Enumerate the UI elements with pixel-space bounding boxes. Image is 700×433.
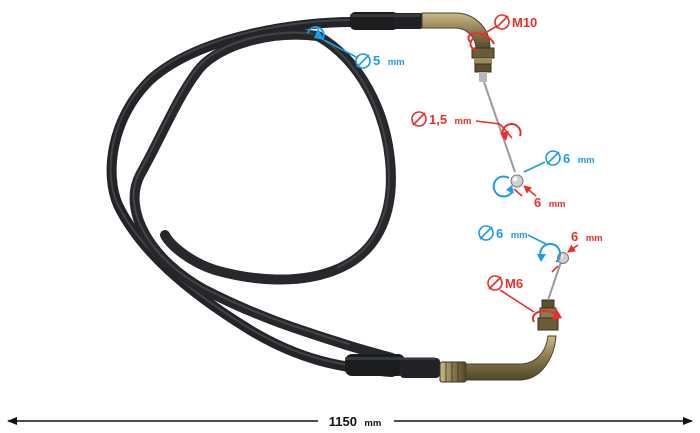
bottom-nipple-diameter-unit: mm — [511, 230, 528, 241]
length-dimension: 1150 mm — [7, 413, 693, 430]
inner-wire-unit: mm — [455, 116, 472, 127]
svg-text:6 mm: 6 mm — [534, 194, 566, 211]
diameter-symbol-icon — [478, 225, 494, 241]
top-end-fitting — [350, 12, 495, 82]
svg-text:6 mm: 6 mm — [496, 225, 528, 242]
top-nipple-diameter-unit: mm — [578, 155, 595, 166]
bottom-end-fitting — [345, 299, 559, 383]
annotation-bottom-nipple-diameter: 6 mm — [478, 225, 562, 263]
bottom-nipple-diameter-value: 6 — [496, 226, 503, 241]
leader-line — [479, 25, 498, 37]
top-nipple-length-value: 6 — [534, 195, 541, 210]
leader-line — [527, 234, 547, 245]
top-nipple-length-unit: mm — [549, 199, 566, 210]
outer-cable-value: 5 — [373, 53, 380, 68]
leader-line — [323, 39, 359, 59]
annotation-inner-wire: 1,5 mm — [411, 111, 522, 141]
outer-cable-unit: mm — [388, 57, 405, 68]
svg-text:5 mm: 5 mm — [373, 52, 405, 69]
leader-line — [523, 161, 546, 173]
inner-wire-value: 1,5 — [429, 112, 447, 127]
annotation-bottom-nipple-length: 6 mm — [551, 228, 603, 273]
bottom-nipple-length-value: 6 — [571, 229, 578, 244]
svg-text:1150 mm: 1150 mm — [329, 413, 382, 430]
rotation-arrow-icon — [467, 32, 495, 45]
diameter-symbol-icon — [355, 53, 371, 69]
svg-text:6 mm: 6 mm — [571, 228, 603, 245]
top-nipple-diameter-value: 6 — [563, 151, 570, 166]
svg-text:6 mm: 6 mm — [563, 150, 595, 167]
annotation-outer-cable: 5 mm — [307, 26, 405, 69]
leader-line — [475, 120, 501, 125]
rotation-arrow-icon — [492, 175, 513, 198]
dimension-arrow-icon — [523, 185, 537, 197]
cable-body — [106, 17, 397, 377]
diameter-symbol-icon — [411, 111, 427, 127]
rotation-arrow-icon — [539, 242, 562, 263]
bottom-nipple-length-unit: mm — [586, 233, 603, 244]
annotation-bottom-thread: M6 — [487, 275, 562, 323]
inner-wire-top — [483, 81, 516, 173]
annotation-top-nipple-diameter: 6 mm — [492, 150, 595, 198]
diameter-symbol-icon — [545, 150, 561, 166]
length-unit: mm — [364, 418, 381, 429]
length-value: 1150 — [329, 414, 357, 429]
leader-line — [499, 289, 535, 313]
annotation-top-thread: M10 — [467, 14, 537, 51]
top-nipple — [510, 174, 524, 188]
diameter-symbol-icon — [494, 14, 510, 30]
diameter-symbol-icon — [487, 275, 503, 291]
dimension-arrow-icon — [567, 244, 579, 253]
inner-wire-bottom — [547, 261, 562, 301]
rotation-arrow-icon — [307, 26, 325, 41]
annotation-top-nipple-length: 6 mm — [513, 185, 566, 211]
bottom-thread-value: M6 — [505, 276, 523, 291]
top-thread-value: M10 — [512, 15, 537, 30]
svg-text:1,5 mm: 1,5 mm — [429, 111, 471, 128]
